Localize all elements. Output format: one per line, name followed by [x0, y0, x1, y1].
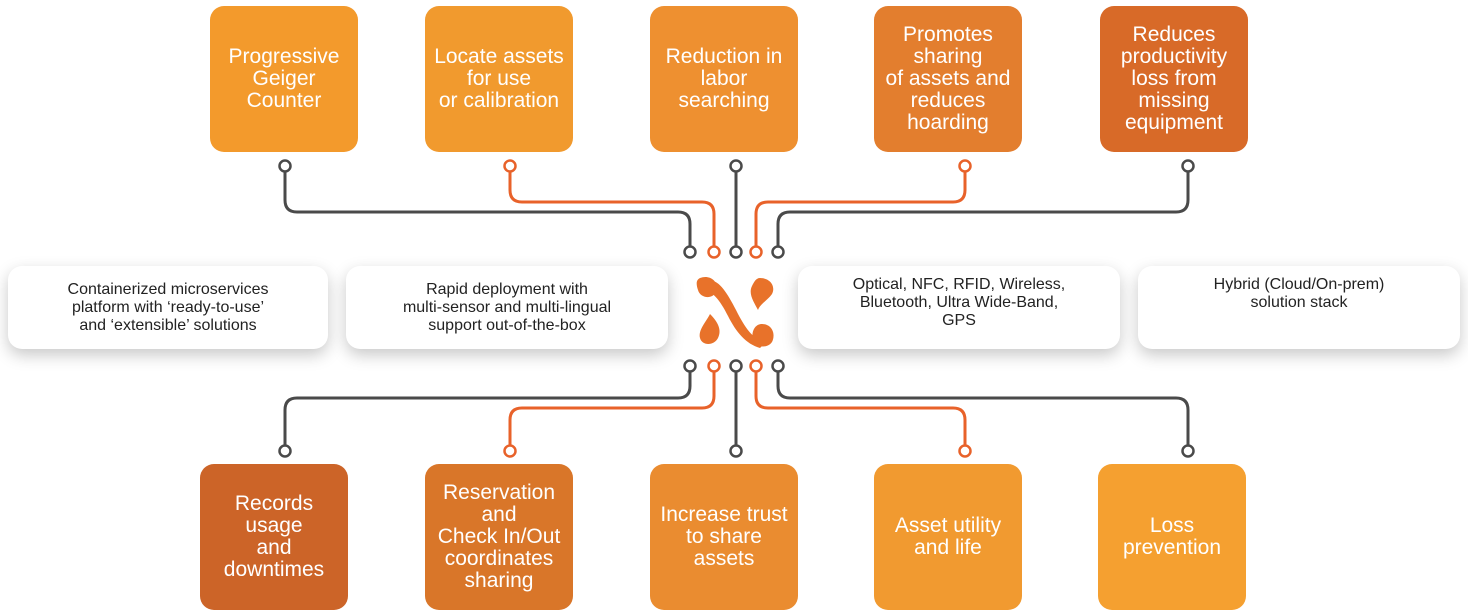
- top-connector-line-4: [754, 172, 967, 246]
- bottom-box-increase-trust: Increase trust to share assets: [650, 464, 798, 610]
- connector-node-icon: [958, 159, 972, 173]
- connector-node-icon: [683, 245, 697, 259]
- pill-hybrid-stack: Hybrid (Cloud/On-prem) solution stack: [1138, 266, 1460, 349]
- top-box-productivity-loss: Reduces productivity loss from missing e…: [1100, 6, 1248, 152]
- connector-node-icon: [1181, 444, 1195, 458]
- top-box-label: Progressive Geiger Counter: [228, 45, 340, 112]
- pill-label: Hybrid (Cloud/On-prem) solution stack: [1213, 276, 1385, 311]
- connector-node-icon: [729, 159, 743, 173]
- bottom-connector-line-5: [776, 366, 1190, 448]
- top-box-sharing-assets: Promotes sharing of assets and reduces h…: [874, 6, 1022, 152]
- bottom-connector-line-2: [508, 366, 716, 448]
- connector-node-icon: [729, 444, 743, 458]
- pill-microservices-platform: Containerized microservices platform wit…: [8, 266, 328, 349]
- connector-node-icon: [503, 444, 517, 458]
- pill-sensor-technologies: Optical, NFC, RFID, Wireless, Bluetooth,…: [798, 266, 1120, 349]
- connector-node-icon: [729, 245, 743, 259]
- connector-node-icon: [771, 359, 785, 373]
- logo-drop-bottom-left: [699, 314, 720, 344]
- logo-drop-bottom-right: [752, 324, 774, 347]
- top-box-geiger-counter: Progressive Geiger Counter: [210, 6, 358, 152]
- pill-rapid-deployment: Rapid deployment with multi-sensor and m…: [346, 266, 668, 349]
- bottom-box-loss-prevention: Loss prevention: [1098, 464, 1246, 610]
- connector-node-icon: [749, 245, 763, 259]
- connector-node-icon: [749, 359, 763, 373]
- bottom-box-label: Loss prevention: [1122, 514, 1222, 559]
- logo-drop-top-left: [696, 276, 717, 298]
- top-box-label: Locate assets for use or calibration: [434, 45, 564, 112]
- connector-node-icon: [1181, 159, 1195, 173]
- connector-node-icon: [771, 245, 785, 259]
- top-box-locate-assets: Locate assets for use or calibration: [425, 6, 573, 152]
- connector-node-icon: [958, 444, 972, 458]
- connector-node-icon: [278, 444, 292, 458]
- bottom-connector-line-1: [283, 366, 692, 448]
- logo-band: [702, 280, 766, 348]
- top-connector-line-1: [283, 172, 692, 246]
- bottom-box-label: Asset utility and life: [894, 514, 1002, 559]
- top-box-label: Promotes sharing of assets and reduces h…: [885, 23, 1011, 134]
- top-box-label: Reduction in labor searching: [665, 45, 783, 112]
- top-connector-line-2: [508, 172, 716, 246]
- bottom-connector-line-4: [754, 366, 967, 448]
- connector-node-icon: [729, 359, 743, 373]
- pill-label: Containerized microservices platform wit…: [67, 280, 269, 334]
- top-box-labor-searching: Reduction in labor searching: [650, 6, 798, 152]
- bottom-box-label: Records usage and downtimes: [223, 492, 325, 581]
- bottom-box-label: Reservation and Check In/Out coordinates…: [437, 481, 561, 592]
- connector-node-icon: [683, 359, 697, 373]
- connector-node-icon: [503, 159, 517, 173]
- pill-label: Optical, NFC, RFID, Wireless, Bluetooth,…: [852, 276, 1066, 329]
- pill-label: Rapid deployment with multi-sensor and m…: [402, 280, 612, 334]
- bottom-box-label: Increase trust to share assets: [660, 503, 788, 570]
- bottom-box-reservation: Reservation and Check In/Out coordinates…: [425, 464, 573, 610]
- hub-logo-icon: [696, 276, 774, 348]
- connector-node-icon: [707, 245, 721, 259]
- connector-node-icon: [278, 159, 292, 173]
- top-connector-line-5: [776, 172, 1190, 246]
- top-box-label: Reduces productivity loss from missing e…: [1120, 23, 1228, 134]
- connector-node-icon: [707, 359, 721, 373]
- bottom-box-records-usage: Records usage and downtimes: [200, 464, 348, 610]
- bottom-box-asset-utility: Asset utility and life: [874, 464, 1022, 610]
- logo-drop-top-right: [750, 278, 774, 310]
